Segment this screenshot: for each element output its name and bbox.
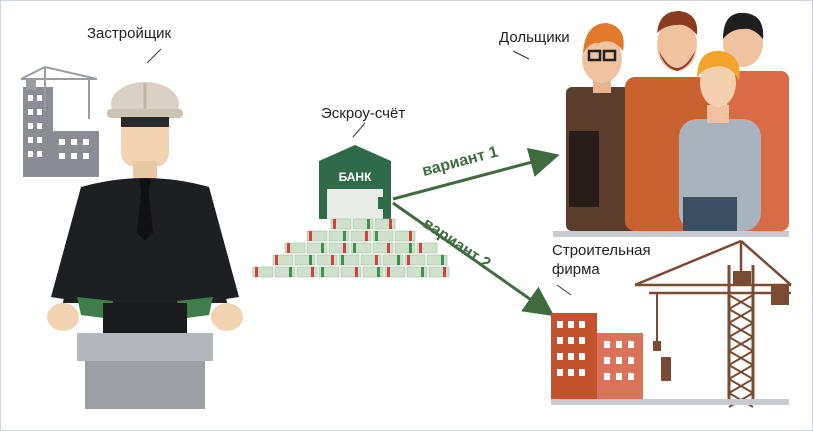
arrow-option-1	[392, 147, 560, 201]
developer-label: Застройщик	[87, 25, 172, 42]
bank-sign: БАНК	[339, 170, 373, 184]
developer-label-pointer	[146, 48, 162, 64]
bank-building-icon	[319, 145, 391, 219]
escrow-label-pointer	[352, 122, 366, 138]
escrow-account-label: Эскроу-счёт	[321, 105, 406, 122]
shareholders-group	[553, 11, 789, 237]
construction-firm-label-line2: фирма	[552, 261, 600, 278]
arrow-option-2	[392, 201, 555, 317]
construction-firm-label-line1: Строительная	[552, 242, 651, 259]
shareholders-label-pointer	[512, 50, 530, 60]
construction-building-icon	[551, 313, 643, 399]
developer-crane-icon	[20, 66, 98, 119]
money-pyramid-icon	[252, 218, 450, 278]
developer-figure	[47, 82, 243, 409]
construction-crane-icon	[551, 239, 792, 408]
developer-building-icon	[23, 87, 99, 177]
firm-label-pointer	[556, 284, 572, 296]
shareholders-label: Дольщики	[499, 29, 570, 46]
